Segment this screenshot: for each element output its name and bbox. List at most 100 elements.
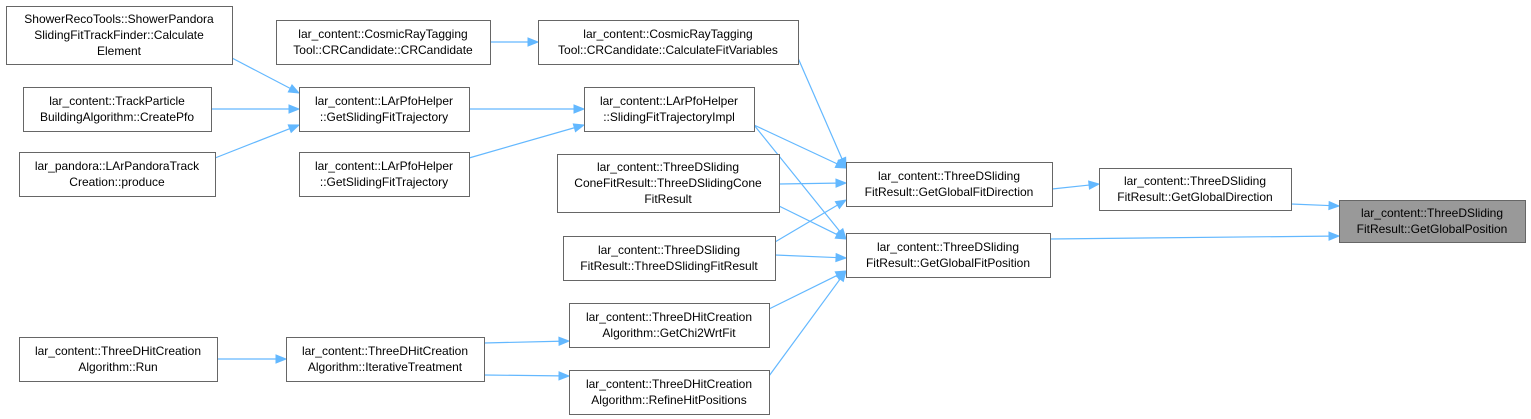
- node-label-line: ShowerRecoTools::ShowerPandora: [24, 12, 214, 26]
- node-box: [557, 154, 780, 213]
- node-box: [584, 87, 755, 132]
- edge-arrowhead: [558, 371, 571, 381]
- node-cone-fit-result[interactable]: lar_content::ThreeDSlidingConeFitResult:…: [557, 154, 780, 213]
- edge-arrowhead: [834, 199, 848, 210]
- edge-line: [774, 254, 837, 259]
- node-box: [299, 87, 470, 132]
- edge-arrowhead: [572, 123, 586, 133]
- edge-line: [231, 57, 291, 89]
- node-three-dsliding-fit-result-ctor[interactable]: lar_content::ThreeDSlidingFitResult::Thr…: [563, 236, 776, 281]
- node-get-global-fit-direction[interactable]: lar_content::ThreeDSlidingFitResult::Get…: [846, 162, 1053, 207]
- node-label-line: ::GetSlidingFitTrajectory: [320, 110, 448, 124]
- edge-shower-calculate-element-to-get-sliding-fit-trajectory-a: [231, 57, 301, 94]
- edge-line: [483, 374, 560, 377]
- node-box: [6, 6, 233, 65]
- node-label-line: lar_content::ThreeDSliding: [597, 160, 739, 174]
- edge-arrowhead: [835, 269, 847, 283]
- node-iterative-treatment[interactable]: lar_content::ThreeDHitCreationAlgorithm:…: [286, 337, 485, 382]
- node-shower-calculate-element[interactable]: ShowerRecoTools::ShowerPandoraSlidingFit…: [6, 6, 233, 65]
- edge-three-dsliding-fit-result-ctor-to-get-global-fit-direction: [774, 199, 848, 243]
- node-label-line: lar_content::ThreeDHitCreation: [302, 344, 468, 358]
- edge-get-global-fit-direction-to-get-global-direction: [1051, 180, 1101, 190]
- node-sliding-fit-trajectory-impl[interactable]: lar_content::LArPfoHelper::SlidingFitTra…: [584, 87, 755, 132]
- node-label-line: lar_content::ThreeDSliding: [877, 240, 1019, 254]
- edge-line: [1051, 184, 1090, 190]
- edge-arrowhead: [287, 124, 301, 134]
- node-box: [538, 20, 799, 65]
- edges-layer: [211, 37, 1341, 381]
- edge-line: [1049, 235, 1330, 240]
- edge-line: [483, 340, 560, 344]
- edge-arrowhead: [834, 230, 848, 240]
- edge-get-global-direction-to-root: [1290, 200, 1341, 211]
- edge-line: [778, 182, 837, 185]
- edge-arrowhead: [287, 83, 301, 94]
- node-track-particle-create-pfo[interactable]: lar_content::TrackParticleBuildingAlgori…: [23, 87, 212, 132]
- node-label-line: Algorithm::GetChi2WrtFit: [602, 326, 736, 340]
- node-get-global-direction[interactable]: lar_content::ThreeDSlidingFitResult::Get…: [1099, 168, 1292, 211]
- edge-arrowhead: [288, 104, 301, 114]
- edge-iterative-treatment-to-refine-hit-positions: [483, 371, 571, 381]
- node-get-sliding-fit-trajectory-b[interactable]: lar_content::LArPfoHelper::GetSlidingFit…: [299, 152, 470, 197]
- node-box: [299, 152, 470, 197]
- node-calculate-fit-variables[interactable]: lar_content::CosmicRayTaggingTool::CRCan…: [538, 20, 799, 65]
- node-label-line: FitResult: [644, 192, 692, 206]
- node-get-sliding-fit-trajectory-a[interactable]: lar_content::LArPfoHelper::GetSlidingFit…: [299, 87, 470, 132]
- edge-arrowhead: [1328, 200, 1341, 211]
- edge-line: [468, 127, 575, 159]
- edge-arrowhead: [1088, 180, 1101, 190]
- node-get-global-fit-position[interactable]: lar_content::ThreeDSlidingFitResult::Get…: [846, 233, 1051, 278]
- edge-arrowhead: [527, 37, 540, 47]
- node-label-line: FitResult::GetGlobalFitPosition: [866, 256, 1030, 270]
- node-label-line: lar_content::ThreeDSliding: [1361, 206, 1503, 220]
- node-label-line: Tool::CRCandidate::CalculateFitVariables: [558, 43, 778, 57]
- node-box: [1339, 200, 1526, 243]
- node-box: [846, 162, 1053, 207]
- node-label-line: lar_content::LArPfoHelper: [600, 94, 738, 108]
- edge-line: [214, 128, 290, 159]
- node-label-line: SlidingFitTrackFinder::Calculate: [34, 28, 204, 42]
- node-label-line: lar_content::LArPfoHelper: [315, 94, 453, 108]
- node-label-line: FitResult::GetGlobalFitDirection: [865, 185, 1034, 199]
- edge-line: [753, 124, 838, 165]
- node-label-line: FitResult::ThreeDSlidingFitResult: [580, 259, 758, 273]
- edge-lar-pandora-produce-to-get-sliding-fit-trajectory-a: [214, 124, 301, 159]
- edge-sliding-fit-trajectory-impl-to-get-global-fit-direction: [753, 124, 848, 169]
- edge-cr-candidate-ctor-to-calculate-fit-variables: [490, 37, 540, 47]
- edge-line: [774, 204, 838, 243]
- node-box: [563, 236, 776, 281]
- node-box: [1099, 168, 1292, 211]
- node-cr-candidate-ctor[interactable]: lar_content::CosmicRayTaggingTool::CRCan…: [276, 20, 491, 65]
- edge-arrowhead: [573, 104, 586, 114]
- node-lar-pandora-produce[interactable]: lar_pandora::LArPandoraTrackCreation::pr…: [19, 152, 216, 197]
- node-label-line: FitResult::GetGlobalPosition: [1357, 222, 1508, 236]
- edge-cone-fit-result-to-get-global-fit-direction: [778, 178, 848, 188]
- node-label-line: ::GetSlidingFitTrajectory: [320, 175, 448, 189]
- node-label-line: BuildingAlgorithm::CreatePfo: [40, 110, 194, 124]
- node-label-line: lar_content::ThreeDSliding: [1124, 174, 1266, 188]
- node-root[interactable]: lar_content::ThreeDSlidingFitResult::Get…: [1339, 200, 1526, 243]
- node-label-line: lar_pandora::LArPandoraTrack: [35, 159, 200, 173]
- node-label-line: Creation::produce: [69, 175, 165, 189]
- node-label-line: lar_content::ThreeDHitCreation: [586, 377, 752, 391]
- edge-arrowhead: [834, 159, 848, 169]
- edge-line: [768, 274, 838, 310]
- node-label-line: lar_content::TrackParticle: [49, 94, 185, 108]
- node-box: [569, 303, 770, 348]
- node-label-line: Algorithm::IterativeTreatment: [308, 360, 463, 374]
- edge-arrowhead: [558, 336, 571, 346]
- node-box: [19, 152, 216, 197]
- edge-arrowhead: [275, 354, 288, 364]
- node-box: [23, 87, 212, 132]
- node-hit-creation-run[interactable]: lar_content::ThreeDHitCreationAlgorithm:…: [19, 337, 218, 382]
- edge-arrowhead: [835, 252, 848, 263]
- node-refine-hit-positions[interactable]: lar_content::ThreeDHitCreationAlgorithm:…: [569, 370, 770, 415]
- node-label-line: ::SlidingFitTrajectoryImpl: [603, 110, 735, 124]
- edge-cone-fit-result-to-get-global-fit-position: [778, 205, 848, 240]
- node-box: [569, 370, 770, 415]
- node-label-line: ConeFitResult::ThreeDSlidingCone: [574, 176, 762, 190]
- edge-calculate-fit-variables-to-get-global-fit-direction: [797, 57, 847, 170]
- edge-hit-creation-run-to-iterative-treatment: [217, 354, 288, 364]
- node-get-chi2-wrt-fit[interactable]: lar_content::ThreeDHitCreationAlgorithm:…: [569, 303, 770, 348]
